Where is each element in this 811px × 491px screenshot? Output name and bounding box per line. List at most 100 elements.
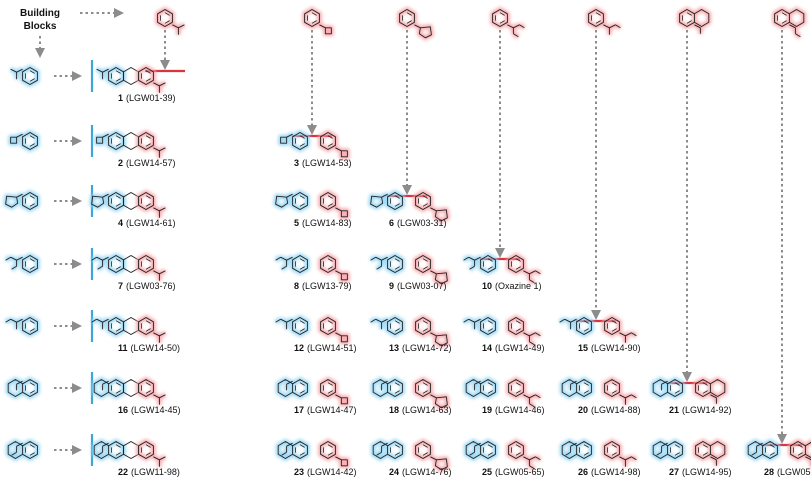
compound-26-structure bbox=[559, 439, 638, 467]
compound-8-code: (LGW13-79) bbox=[302, 281, 352, 291]
compound-1-structure-right bbox=[136, 65, 167, 93]
compound-2-structure bbox=[94, 130, 167, 158]
compound-21-number: 21 bbox=[669, 405, 679, 415]
compound-9-structure bbox=[369, 253, 450, 287]
compound-7-label: 7(LGW03-76) bbox=[118, 281, 176, 291]
compound-12-label: 12(LGW14-51) bbox=[294, 343, 357, 353]
compound-27-structure bbox=[650, 439, 728, 466]
compound-8-label: 8(LGW13-79) bbox=[294, 281, 352, 291]
compound-3-label: 3(LGW14-53) bbox=[294, 158, 352, 168]
compound-28-number: 28 bbox=[764, 467, 774, 477]
compound-17-label: 17(LGW14-47) bbox=[294, 405, 357, 415]
compound-1-number: 1 bbox=[118, 93, 123, 103]
header-title-line2: Blocks bbox=[24, 21, 57, 32]
compound-17-structure bbox=[275, 377, 350, 407]
compound-3-number: 3 bbox=[294, 158, 299, 168]
compound-8-structure-red-fragment bbox=[318, 253, 350, 283]
compound-4-label: 4(LGW14-61) bbox=[118, 218, 176, 228]
compound-8-structure-blue-fragment bbox=[274, 253, 310, 275]
compound-17-number: 17 bbox=[294, 405, 304, 415]
compound-14-code: (LGW14-49) bbox=[495, 343, 545, 353]
compound-28-structure-red-fragment bbox=[788, 439, 811, 469]
compound-18-structure bbox=[370, 377, 450, 411]
compound-16-code: (LGW14-45) bbox=[131, 405, 181, 415]
column-header-c4 bbox=[490, 7, 526, 39]
compound-8-number: 8 bbox=[294, 281, 299, 291]
compound-9-structure-blue-fragment bbox=[369, 253, 405, 275]
compound-4-structure bbox=[89, 190, 167, 218]
compound-21-label: 21(LGW14-92) bbox=[669, 405, 732, 415]
compound-7-structure bbox=[90, 253, 167, 281]
compound-21-structure bbox=[650, 377, 728, 404]
compound-2-code: (LGW14-57) bbox=[126, 158, 176, 168]
compound-23-code: (LGW14-42) bbox=[307, 467, 357, 477]
compound-11-structure-left bbox=[90, 315, 126, 337]
compound-27-code: (LGW14-95) bbox=[682, 467, 732, 477]
compound-20-structure bbox=[559, 377, 638, 405]
compound-12-structure bbox=[274, 315, 350, 345]
compound-28-code: (LGW05-73) bbox=[777, 467, 811, 477]
compound-13-structure-red-fragment bbox=[413, 315, 450, 349]
compound-24-structure-red-fragment bbox=[413, 439, 450, 473]
compound-9-structure-red-fragment bbox=[413, 253, 450, 287]
row-header-r1 bbox=[9, 65, 40, 87]
compound-11-structure bbox=[90, 315, 167, 343]
compound-25-number: 25 bbox=[482, 467, 492, 477]
compound-26-label: 26(LGW14-98) bbox=[578, 467, 641, 477]
compound-5-structure-blue-fragment bbox=[273, 190, 310, 212]
compound-23-structure bbox=[275, 439, 350, 469]
compound-18-structure-red-fragment bbox=[413, 377, 450, 411]
compound-20-number: 20 bbox=[578, 405, 588, 415]
compound-22-structure-right bbox=[136, 439, 167, 467]
compound-2-structure-left bbox=[94, 130, 126, 152]
compound-20-label: 20(LGW14-88) bbox=[578, 405, 641, 415]
compound-9-number: 9 bbox=[389, 281, 394, 291]
compound-23-structure-blue-fragment bbox=[275, 439, 310, 461]
row-header-r4 bbox=[4, 253, 40, 275]
compound-23-structure-red-fragment bbox=[318, 439, 350, 469]
compound-27-label: 27(LGW14-95) bbox=[669, 467, 732, 477]
compound-3-structure-blue-fragment bbox=[278, 130, 310, 152]
compound-24-label: 24(LGW14-76) bbox=[389, 467, 452, 477]
compound-23-number: 23 bbox=[294, 467, 304, 477]
compound-1-code: (LGW01-39) bbox=[126, 93, 176, 103]
compound-8-structure bbox=[274, 253, 350, 283]
compound-19-structure bbox=[463, 377, 542, 409]
compound-27-structure-red-fragment bbox=[693, 439, 728, 466]
compound-6-code: (LGW03-31) bbox=[397, 218, 447, 228]
compound-12-number: 12 bbox=[294, 343, 304, 353]
compound-7-number: 7 bbox=[118, 281, 123, 291]
compound-3-structure-red-fragment bbox=[318, 130, 350, 160]
compound-19-structure-blue-fragment bbox=[463, 377, 498, 399]
compound-26-code: (LGW14-98) bbox=[591, 467, 641, 477]
column-header-c2 bbox=[302, 7, 334, 37]
compound-22-code: (LGW11-98) bbox=[131, 467, 180, 477]
compound-25-label: 25(LGW05-65) bbox=[482, 467, 545, 477]
compound-4-structure-left bbox=[89, 190, 126, 212]
compound-13-structure bbox=[369, 315, 450, 349]
compound-14-structure bbox=[462, 315, 542, 347]
compound-28-structure bbox=[745, 439, 811, 469]
compound-1-structure bbox=[95, 65, 167, 93]
compound-25-structure bbox=[463, 439, 542, 471]
compound-28-structure-blue-fragment bbox=[745, 439, 780, 461]
compound-13-structure-blue-fragment bbox=[369, 315, 405, 337]
compound-7-code: (LGW03-76) bbox=[126, 281, 176, 291]
compound-10-code: (Oxazine 1) bbox=[495, 281, 542, 291]
compound-22-number: 22 bbox=[118, 467, 128, 477]
compound-21-code: (LGW14-92) bbox=[682, 405, 732, 415]
compound-18-number: 18 bbox=[389, 405, 399, 415]
compound-20-code: (LGW14-88) bbox=[591, 405, 641, 415]
compound-5-structure-red-fragment bbox=[318, 190, 350, 220]
compound-14-structure-blue-fragment bbox=[462, 315, 498, 337]
column-header-c6 bbox=[677, 7, 712, 34]
compound-14-label: 14(LGW14-49) bbox=[482, 343, 545, 353]
compound-10-number: 10 bbox=[482, 281, 492, 291]
compound-16-structure-right bbox=[136, 377, 167, 405]
header-title-line1: Building bbox=[20, 8, 60, 19]
compound-19-number: 19 bbox=[482, 405, 492, 415]
compound-5-label: 5(LGW14-83) bbox=[294, 218, 352, 228]
compound-25-structure-blue-fragment bbox=[463, 439, 498, 461]
compound-17-structure-red-fragment bbox=[318, 377, 350, 407]
compound-7-structure-right bbox=[136, 253, 167, 281]
